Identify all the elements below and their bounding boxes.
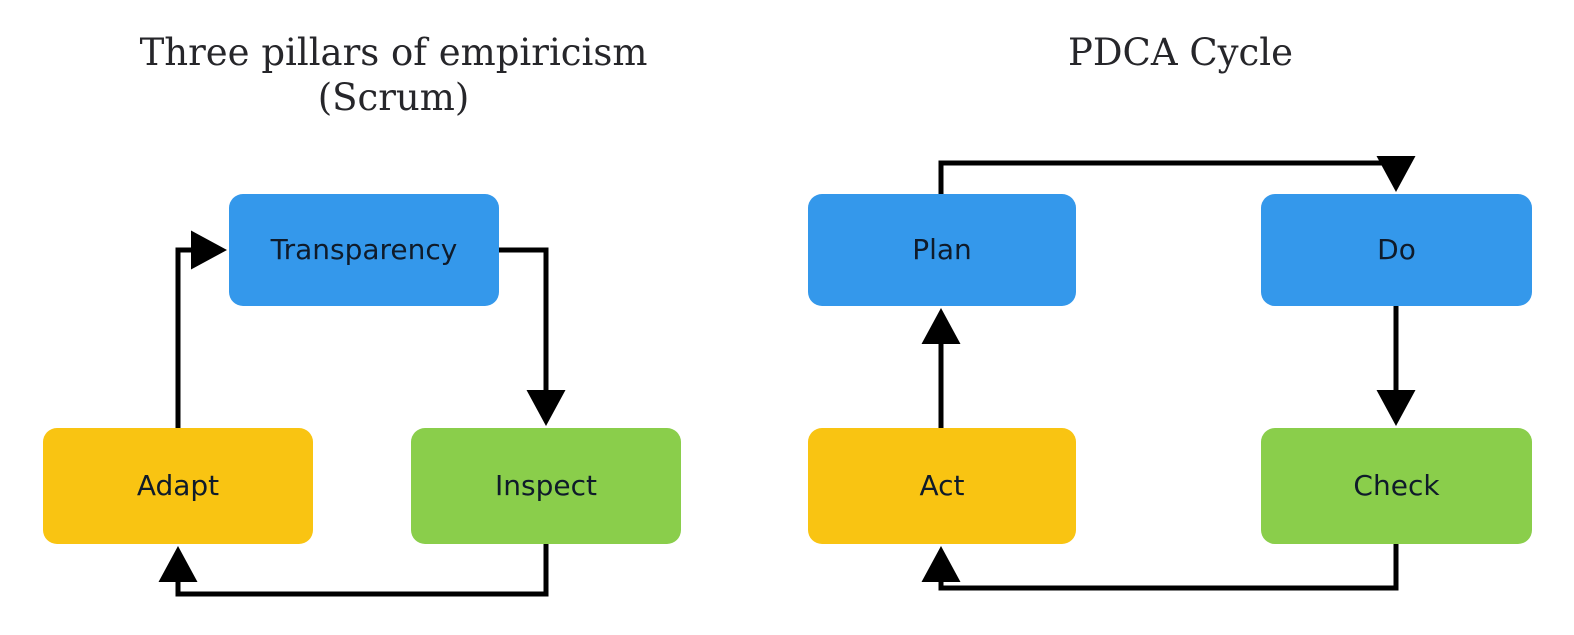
node-label-check: Check (1353, 469, 1440, 502)
node-label-act: Act (919, 469, 965, 502)
edge-transparency-to-inspect (499, 247, 566, 427)
node-act[interactable]: Act (808, 428, 1076, 544)
scrum-arrow-layer (158, 230, 566, 597)
node-label-adapt: Adapt (136, 469, 220, 502)
edge-check-to-act (921, 544, 1399, 591)
node-label-inspect: Inspect (495, 469, 597, 502)
panel-title-pdca: PDCA Cycle (1067, 31, 1294, 74)
edge-adapt-to-transparency (175, 230, 228, 428)
edge-inspect-to-adapt (158, 544, 549, 597)
node-do[interactable]: Do (1261, 194, 1532, 306)
panel-scrum: Three pillars of empiricism (Scrum) Tran… (43, 31, 681, 597)
node-label-plan: Plan (912, 233, 972, 266)
pdca-arrow-layer (921, 156, 1416, 591)
node-transparency[interactable]: Transparency (229, 194, 499, 306)
node-plan[interactable]: Plan (808, 194, 1076, 306)
edge-plan-to-do (938, 156, 1416, 194)
panel-pdca: PDCA Cycle Plan Do Act (787, 0, 1574, 635)
node-label-transparency: Transparency (270, 233, 458, 266)
node-check[interactable]: Check (1261, 428, 1532, 544)
node-inspect[interactable]: Inspect (411, 428, 681, 544)
panel-title-scrum: Three pillars of empiricism (Scrum) (139, 31, 648, 119)
node-adapt[interactable]: Adapt (43, 428, 313, 544)
node-label-do: Do (1377, 233, 1416, 266)
